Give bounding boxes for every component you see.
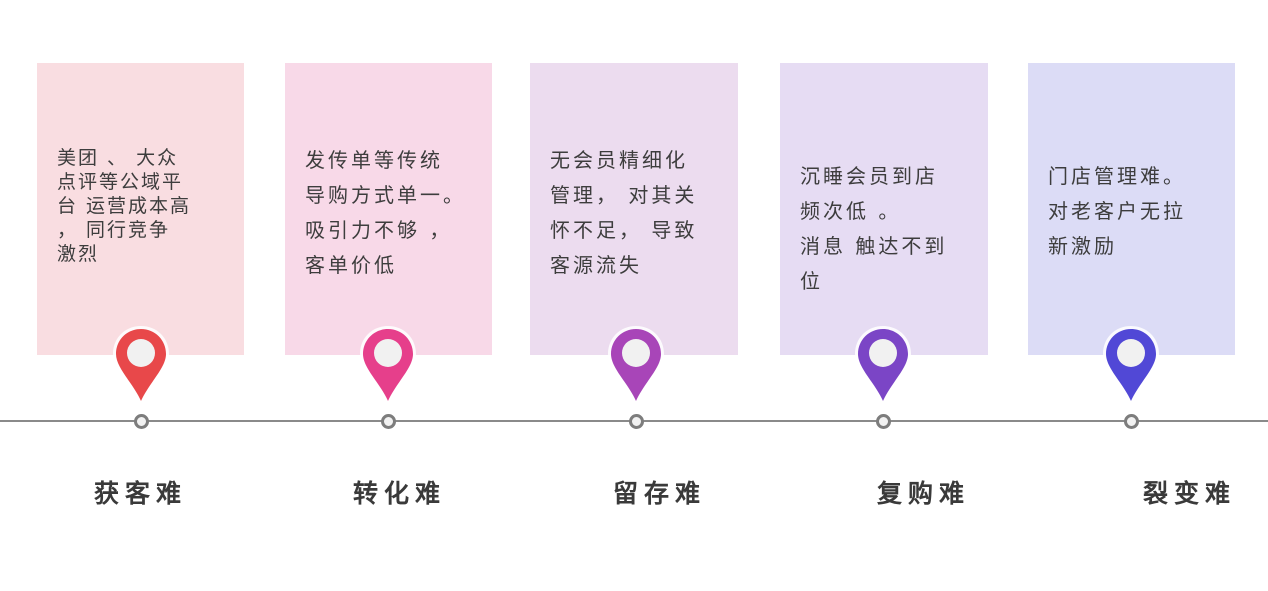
- stage-description: 无会员精细化 管理， 对其关 怀不足， 导致 客源流失: [550, 148, 698, 277]
- stage-title: 裂变难: [1143, 479, 1237, 508]
- stage-card-4: 沉睡会员到店 频次低 。 消息 触达不到 位: [780, 63, 988, 355]
- timeline-node-5: [1124, 414, 1139, 429]
- timeline-node-4: [876, 414, 891, 429]
- stage-description: 沉睡会员到店 频次低 。 消息 触达不到 位: [800, 164, 948, 293]
- timeline-node-1: [134, 414, 149, 429]
- stage-title: 转化难: [353, 479, 447, 508]
- stage-description: 发传单等传统 导购方式单一。 吸引力不够 ， 客单价低: [305, 148, 466, 277]
- map-pin-icon: [608, 326, 664, 405]
- stage-description: 门店管理难。 对老客户无拉 新激励: [1048, 164, 1186, 258]
- stage-card-3: 无会员精细化 管理， 对其关 怀不足， 导致 客源流失: [530, 63, 738, 355]
- map-pin-icon: [360, 326, 416, 405]
- map-pin-icon: [113, 326, 169, 405]
- stage-title: 复购难: [877, 479, 971, 508]
- stage-title: 留存难: [613, 479, 707, 508]
- stage-title: 获客难: [94, 479, 188, 508]
- stage-description: 美团 、 大众 点评等公域平 台 运营成本高 ， 同行竞争 激烈: [57, 147, 192, 265]
- timeline-node-2: [381, 414, 396, 429]
- map-pin-icon: [855, 326, 911, 405]
- stage-card-1: 美团 、 大众 点评等公域平 台 运营成本高 ， 同行竞争 激烈: [37, 63, 244, 355]
- map-pin-icon: [1103, 326, 1159, 405]
- stage-card-2: 发传单等传统 导购方式单一。 吸引力不够 ， 客单价低: [285, 63, 492, 355]
- stage-card-5: 门店管理难。 对老客户无拉 新激励: [1028, 63, 1235, 355]
- timeline-node-3: [629, 414, 644, 429]
